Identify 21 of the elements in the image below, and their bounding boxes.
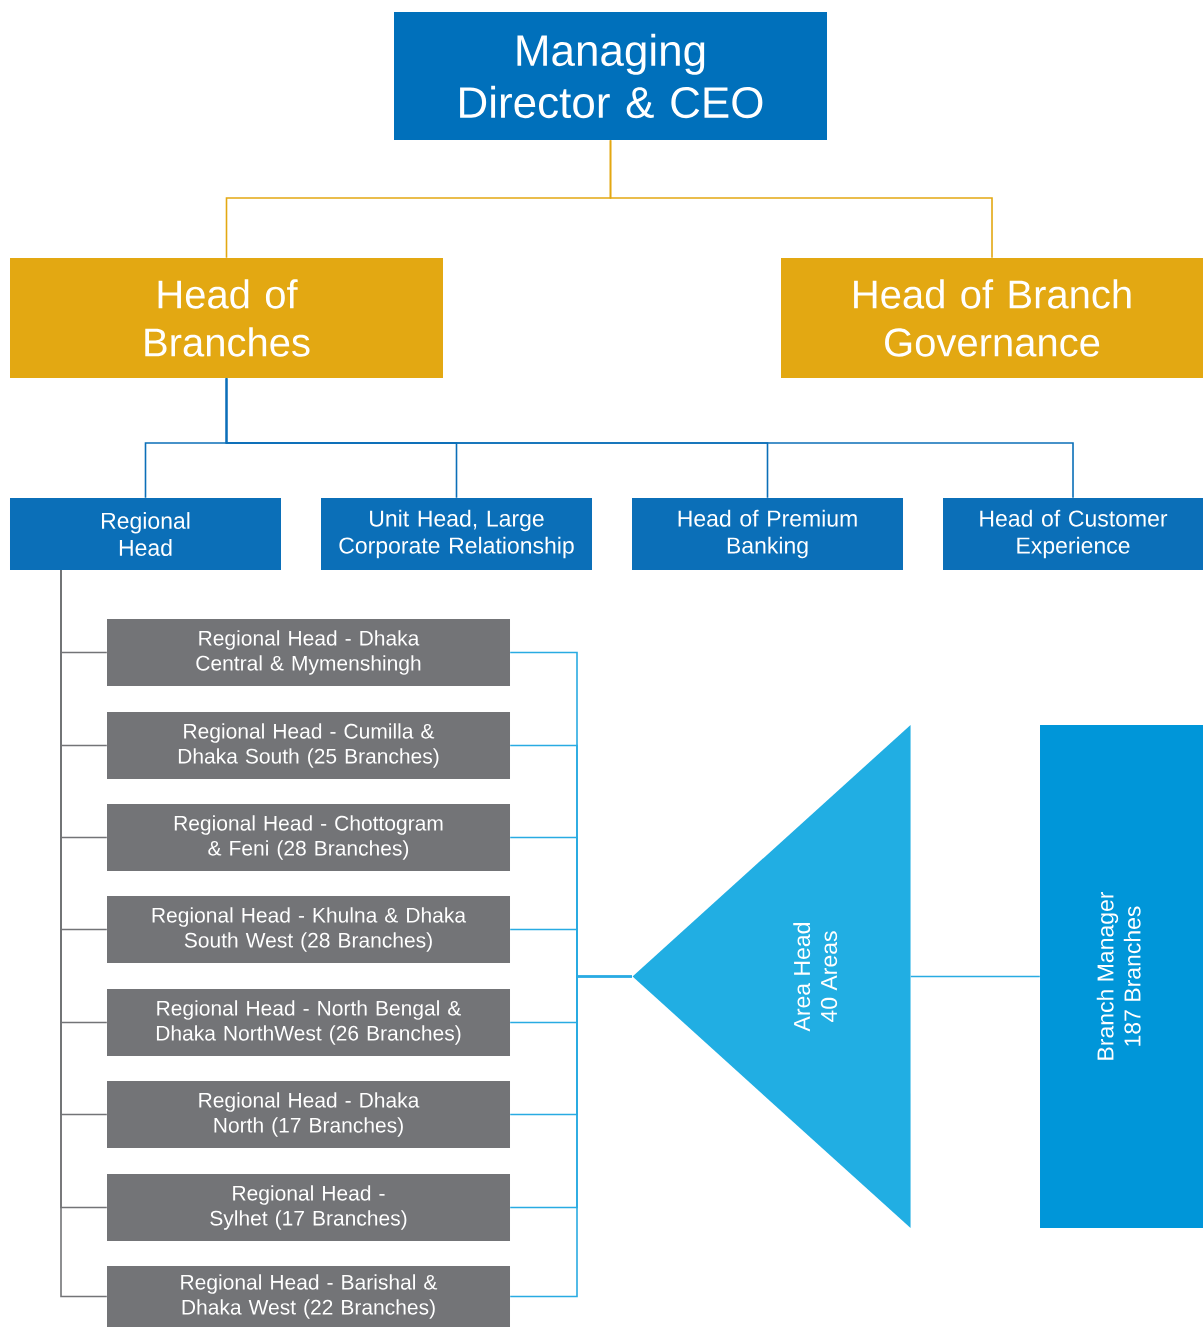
head-box: Head of Branches <box>10 258 443 378</box>
region-box: Regional Head - North Bengal & Dhaka NorthWest (26 Branches) <box>107 989 510 1056</box>
role-box: Head of Customer Experience <box>943 498 1203 570</box>
role-box: Regional Head <box>10 498 281 570</box>
connector <box>225 377 1074 499</box>
region-box: Regional Head - Dhaka North (17 Branches) <box>107 1081 510 1148</box>
region-box: Regional Head - Dhaka Central & Mymenshingh <box>107 619 510 686</box>
region-box: Regional Head - Khulna & Dhaka South West (28 Branches) <box>107 896 510 963</box>
branch-manager-box: Branch Manager 187 Branches <box>1040 725 1203 1228</box>
region-box: Regional Head - Chottogram & Feni (28 Branches) <box>107 804 510 871</box>
role-box: Head of Premium Banking <box>632 498 903 570</box>
head-box: Head of Branch Governance <box>781 258 1203 378</box>
connector <box>609 139 993 259</box>
area-head-triangle: Area Head 40 Areas <box>632 725 911 1228</box>
region-box: Regional Head - Cumilla & Dhaka South (25 Branches) <box>107 712 510 779</box>
region-box: Regional Head - Sylhet (17 Branches) <box>107 1174 510 1241</box>
region-box: Regional Head - Barishal & Dhaka West (22 Branches) <box>107 1266 510 1327</box>
connector <box>509 975 633 1298</box>
ceo-box: Managing Director & CEO <box>394 12 827 140</box>
connector <box>909 975 1041 978</box>
role-box: Unit Head, Large Corporate Relationship <box>321 498 592 570</box>
